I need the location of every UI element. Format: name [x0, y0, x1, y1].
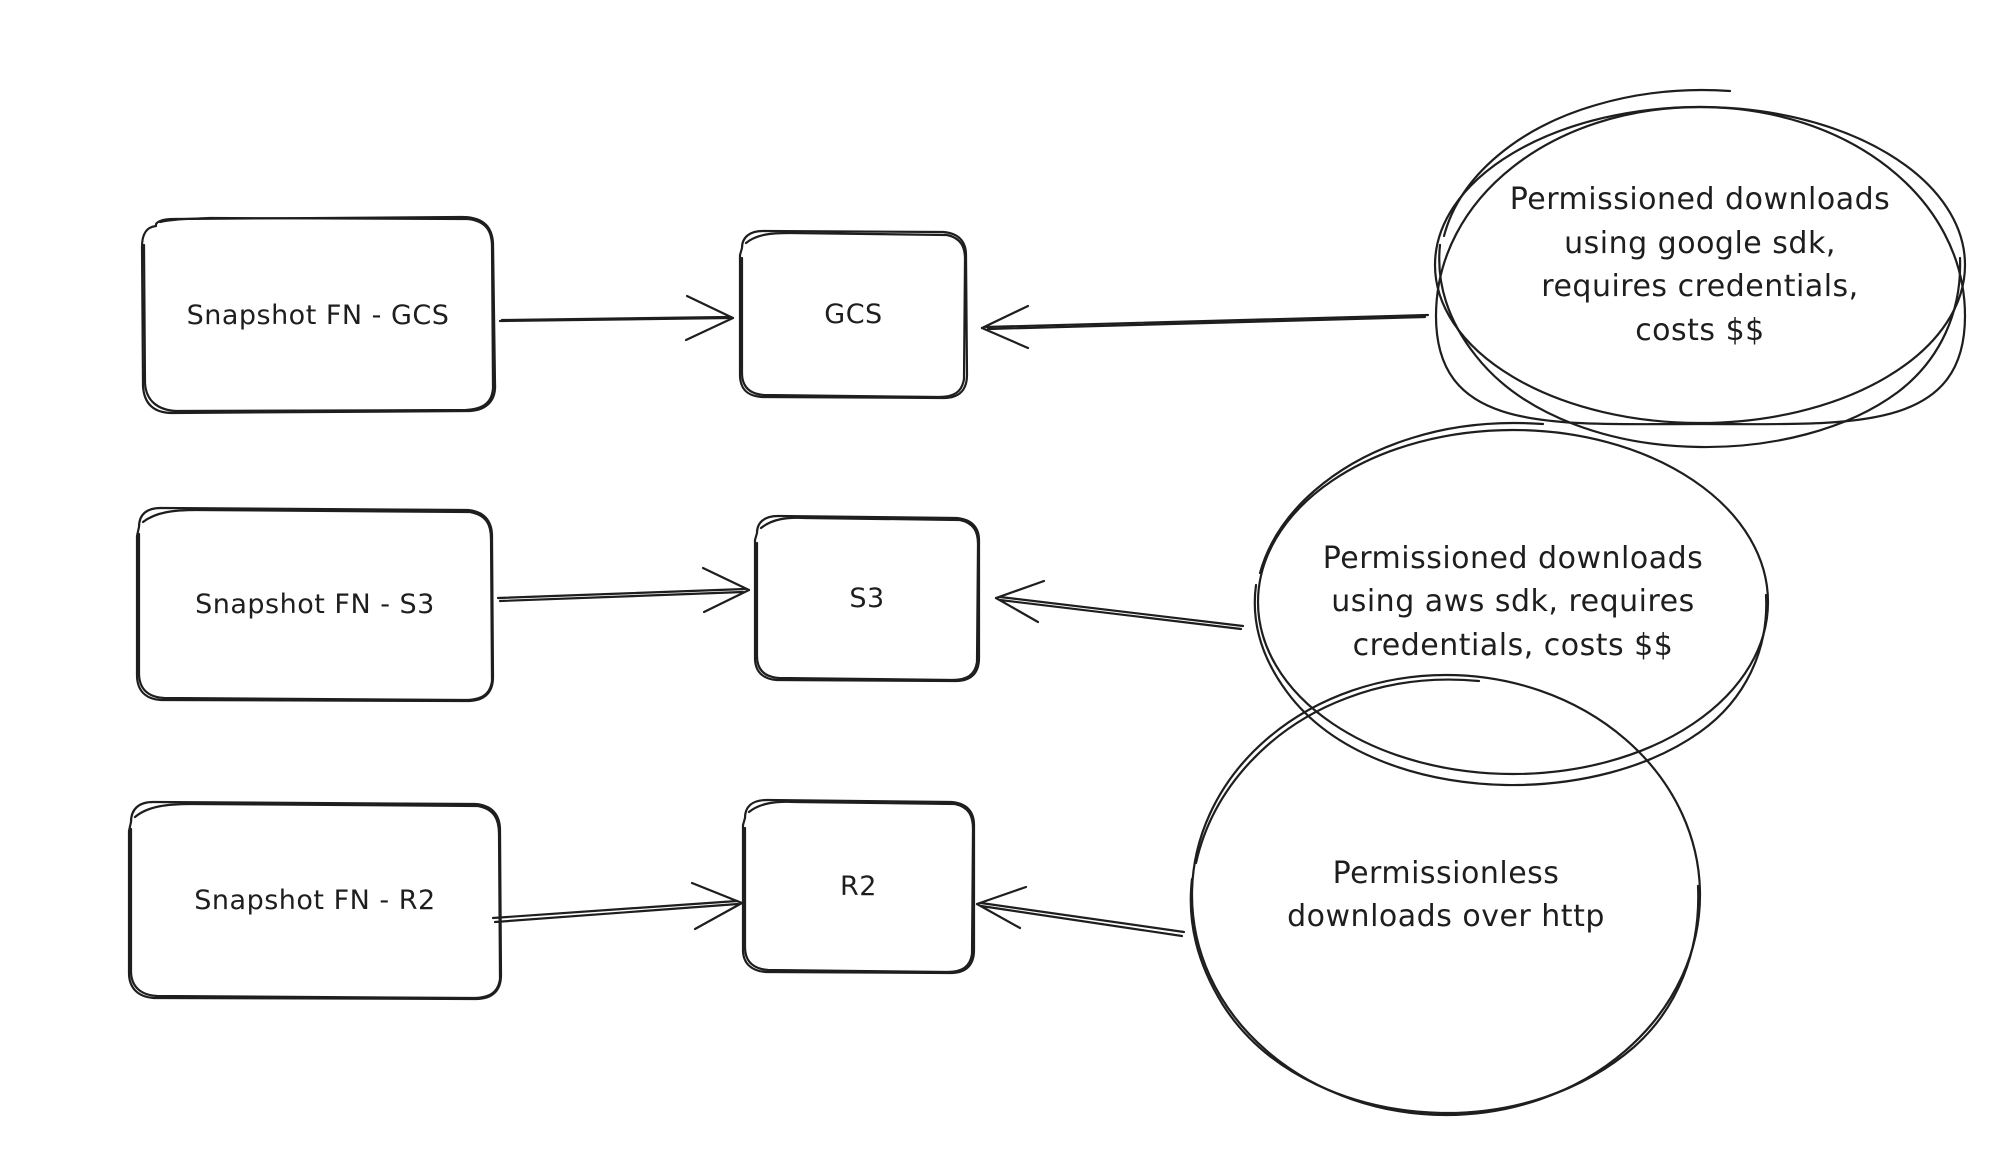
edge-s3-note-to-s3 — [994, 579, 1245, 631]
edge-gcs-note-to-gcs — [980, 304, 1430, 350]
note-gcs-ellipse-shape[interactable] — [1433, 88, 1967, 449]
node-gcs-shape[interactable] — [738, 229, 969, 400]
edge-r2-note-to-r2 — [975, 885, 1186, 938]
node-snapshot-fn-r2-shape[interactable] — [127, 800, 503, 1001]
node-r2-shape[interactable] — [741, 798, 976, 975]
edge-snapshot-fn-s3-to-s3 — [496, 566, 751, 614]
note-s3-ellipse-shape[interactable] — [1253, 421, 1770, 787]
node-snapshot-fn-gcs-shape[interactable] — [140, 215, 497, 415]
edge-snapshot-fn-r2-to-r2 — [491, 881, 744, 931]
edge-snapshot-fn-gcs-to-gcs — [498, 294, 735, 342]
note-r2-ellipse-shape[interactable] — [1189, 673, 1702, 1117]
node-s3-shape[interactable] — [753, 514, 981, 683]
node-snapshot-fn-s3-shape[interactable] — [135, 506, 495, 703]
